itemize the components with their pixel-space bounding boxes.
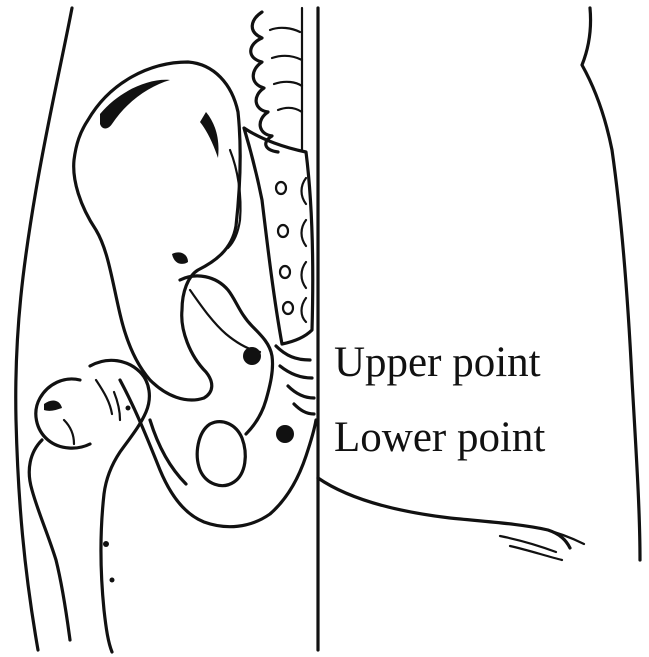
lumbar-vertebrae	[251, 12, 278, 152]
obturator-foramen	[197, 422, 245, 486]
upper-point-label: Upper point	[334, 341, 541, 384]
gluteal-fold-lines	[500, 528, 584, 560]
greater-trochanter	[29, 440, 70, 640]
ilium-wing	[74, 62, 240, 400]
iliac-inner-shading	[200, 112, 219, 158]
bone-texture-dot-3	[126, 406, 131, 411]
ischial-tuberosity	[150, 420, 186, 484]
right-body-contour	[582, 8, 640, 560]
bone-texture-dot-1	[103, 541, 109, 547]
bone-texture-dot-2	[110, 578, 115, 583]
iliac-crest-shading	[100, 80, 170, 129]
sacral-foramen-4	[283, 302, 293, 314]
coccyx	[276, 346, 314, 414]
femoral-neck	[90, 360, 149, 652]
femur-shading	[44, 401, 62, 411]
sacral-foramen-3	[280, 266, 290, 278]
gluteal-fold	[318, 478, 570, 548]
sacral-foramen-1	[276, 182, 286, 194]
trochanter-detail	[64, 380, 120, 444]
lower-point-marker	[276, 425, 294, 443]
left-body-contour	[16, 8, 72, 650]
sacral-foramen-2	[278, 225, 288, 237]
ilium-tubercle	[172, 252, 188, 264]
sacral-right-foramina	[302, 178, 307, 322]
lower-point-label: Lower point	[334, 416, 545, 459]
femoral-head	[36, 379, 90, 448]
vertebra-detail-a	[270, 28, 302, 112]
upper-point-marker	[243, 347, 261, 365]
